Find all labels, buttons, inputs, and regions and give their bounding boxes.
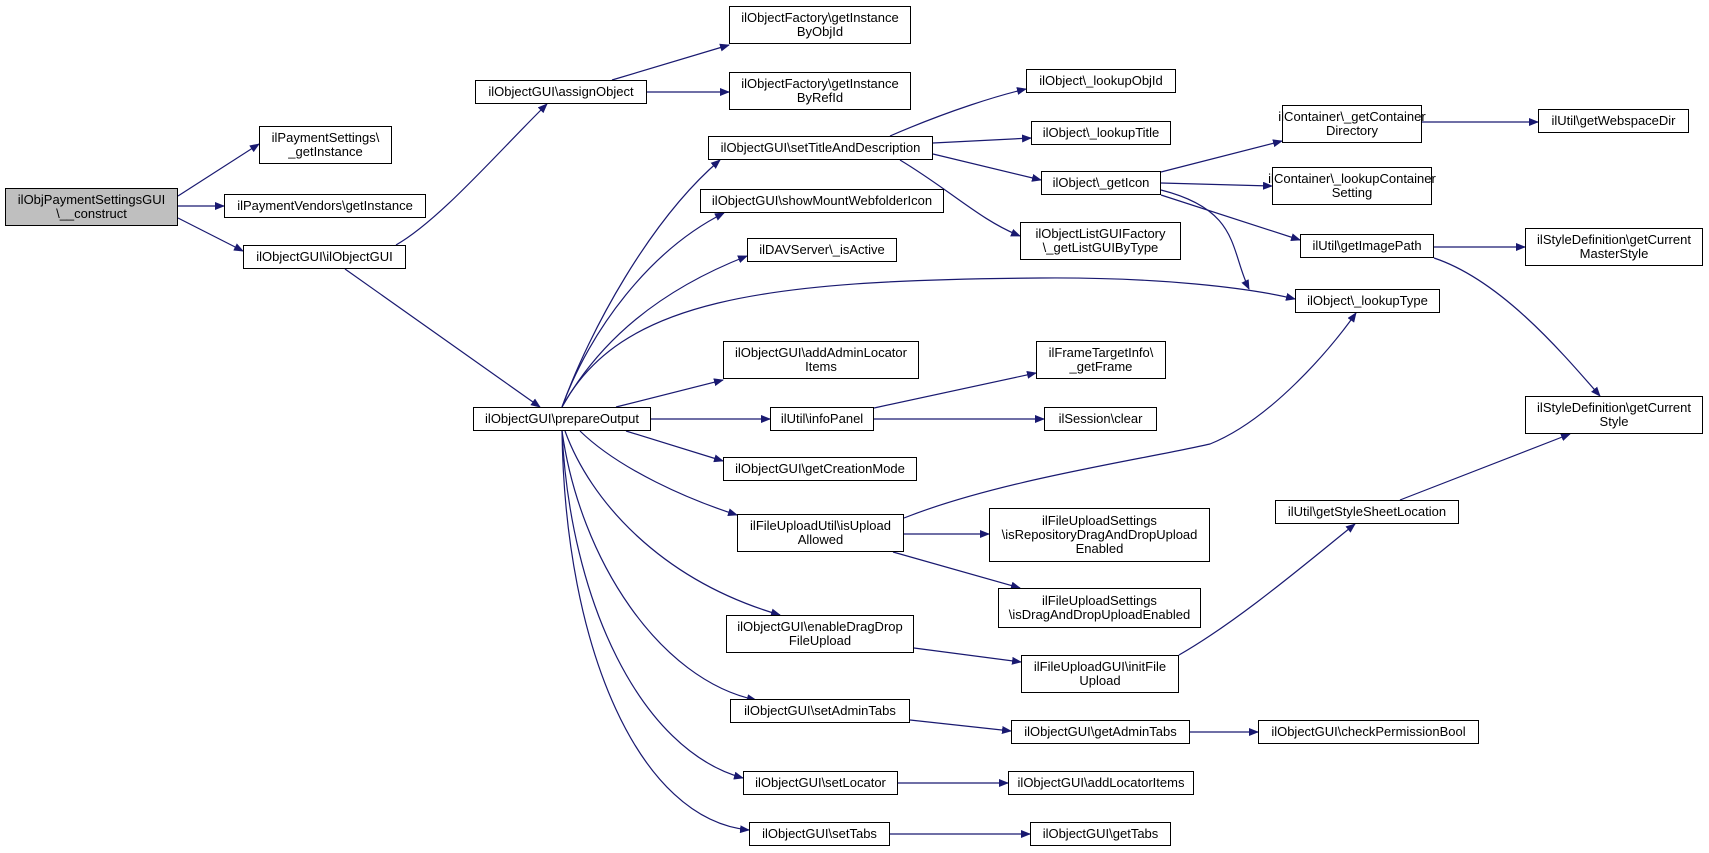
- node-assign-object[interactable]: ilObjectGUI\assignObject: [475, 80, 647, 104]
- edge-icon-to-container-directory: [1160, 139, 1283, 173]
- edge-init-upload-to-stylesheet: [1178, 523, 1356, 656]
- edge-title-to-lookup-obj-id: [889, 87, 1027, 137]
- node-init-file-upload[interactable]: ilFileUploadGUI\initFile Upload: [1021, 655, 1179, 693]
- node-prepare-output[interactable]: ilObjectGUI\prepareOutput: [473, 407, 651, 431]
- node-ilobjectgui-ctor[interactable]: ilObjectGUI\ilObjectGUI: [243, 245, 406, 269]
- edge-construct-to-payment-settings: [177, 143, 260, 197]
- node-lookup-type[interactable]: ilObject\_lookupType: [1295, 289, 1440, 313]
- edge-admin-tabs-to-get-admin-tabs: [909, 719, 1012, 735]
- node-is-upload-allowed[interactable]: ilFileUploadUtil\isUpload Allowed: [737, 514, 904, 552]
- node-get-container-directory[interactable]: ilContainer\_getContainer Directory: [1278, 105, 1426, 143]
- edge-prepare-to-set-tabs: [561, 430, 750, 834]
- edge-prepare-to-dav: [561, 255, 748, 408]
- node-set-title-and-description[interactable]: ilObjectGUI\setTitleAndDescription: [708, 136, 933, 160]
- node-check-permission-bool[interactable]: ilObjectGUI\checkPermissionBool: [1258, 720, 1479, 744]
- node-session-clear[interactable]: ilSession\clear: [1044, 407, 1157, 431]
- node-get-image-path[interactable]: ilUtil\getImagePath: [1300, 234, 1434, 258]
- node-get-admin-tabs[interactable]: ilObjectGUI\getAdminTabs: [1011, 720, 1190, 744]
- node-get-webspace-dir[interactable]: ilUtil\getWebspaceDir: [1538, 109, 1689, 133]
- node-set-admin-tabs[interactable]: ilObjectGUI\setAdminTabs: [730, 699, 910, 723]
- edge-prepare-to-set-locator: [561, 430, 744, 780]
- edge-ctor-to-assign-object: [395, 103, 548, 246]
- edge-upload-allowed-to-lookup-type: [903, 312, 1357, 519]
- edge-title-to-get-icon: [932, 153, 1042, 182]
- node-get-stylesheet-location[interactable]: ilUtil\getStyleSheetLocation: [1275, 500, 1459, 524]
- node-set-tabs[interactable]: ilObjectGUI\setTabs: [749, 822, 890, 846]
- edge-prepare-to-creation-mode: [625, 430, 724, 463]
- edge-construct-to-ilobjectgui-ctor: [177, 217, 244, 252]
- node-get-instance-by-refid[interactable]: ilObjectFactory\getInstance ByRefId: [729, 72, 911, 110]
- node-lookup-container-setting[interactable]: ilContainer\_lookupContainer Setting: [1268, 167, 1436, 205]
- node-payment-settings-getinstance[interactable]: ilPaymentSettings\ _getInstance: [259, 126, 392, 164]
- node-list-gui-by-type[interactable]: ilObjectListGUIFactory \_getListGUIByTyp…: [1020, 222, 1181, 260]
- node-lookup-obj-id[interactable]: ilObject\_lookupObjId: [1026, 69, 1176, 93]
- edge-title-to-lookup-title: [932, 134, 1032, 144]
- node-get-creation-mode[interactable]: ilObjectGUI\getCreationMode: [723, 457, 917, 481]
- edge-prepare-to-set-admin-tabs: [561, 430, 757, 703]
- node-show-mount-webfolder-icon[interactable]: ilObjectGUI\showMountWebfolderIcon: [700, 189, 944, 213]
- node-get-current-style[interactable]: ilStyleDefinition\getCurrent Style: [1525, 396, 1703, 434]
- node-dav-is-active[interactable]: ilDAVServer\_isActive: [747, 238, 897, 262]
- edge-icon-to-lookup-type: [1160, 189, 1250, 290]
- edge-prepare-to-add-admin-locator: [615, 378, 724, 408]
- edge-enable-dnd-to-init-upload: [913, 647, 1022, 665]
- edge-assign-to-objid: [611, 43, 730, 81]
- edge-prepare-to-set-title: [561, 159, 721, 408]
- node-lookup-title[interactable]: ilObject\_lookupTitle: [1031, 121, 1171, 145]
- edge-icon-to-container-setting: [1160, 181, 1273, 190]
- node-payment-vendors-getinstance[interactable]: ilPaymentVendors\getInstance: [224, 194, 426, 218]
- edge-prepare-to-show-mount: [561, 212, 725, 408]
- node-construct[interactable]: ilObjPaymentSettingsGUI \__construct: [5, 188, 178, 226]
- edge-stylesheet-to-current-style: [1399, 433, 1571, 501]
- node-set-locator[interactable]: ilObjectGUI\setLocator: [743, 771, 898, 795]
- node-enable-drag-drop[interactable]: ilObjectGUI\enableDragDrop FileUpload: [726, 615, 914, 653]
- edge-title-to-list-gui: [899, 159, 1021, 237]
- node-get-current-master-style[interactable]: ilStyleDefinition\getCurrent MasterStyle: [1525, 228, 1703, 266]
- node-get-frame[interactable]: ilFrameTargetInfo\ _getFrame: [1036, 341, 1166, 379]
- node-get-instance-by-objid[interactable]: ilObjectFactory\getInstance ByObjId: [729, 6, 911, 44]
- edge-ctor-to-prepare-output: [344, 268, 541, 408]
- edge-icon-to-image-path: [1160, 194, 1301, 242]
- edge-upload-allowed-to-dnd-enabled: [892, 551, 1021, 590]
- node-is-dnd-enabled[interactable]: ilFileUploadSettings \isDragAndDropUploa…: [998, 588, 1201, 628]
- node-get-tabs[interactable]: ilObjectGUI\getTabs: [1030, 822, 1171, 846]
- edge-prepare-to-upload-allowed: [579, 430, 738, 517]
- node-is-repo-dnd-enabled[interactable]: ilFileUploadSettings \isRepositoryDragAn…: [989, 508, 1210, 562]
- edge-prepare-to-enable-dnd: [564, 430, 781, 617]
- edge-prepare-to-lookup-type: [561, 277, 1296, 408]
- node-add-locator-items[interactable]: ilObjectGUI\addLocatorItems: [1008, 771, 1194, 795]
- node-get-icon[interactable]: ilObject\_getIcon: [1041, 171, 1161, 195]
- node-info-panel[interactable]: ilUtil\infoPanel: [770, 407, 874, 431]
- node-add-admin-locator-items[interactable]: ilObjectGUI\addAdminLocator Items: [723, 341, 919, 379]
- edge-image-path-to-current-style: [1433, 257, 1601, 397]
- edge-info-panel-to-get-frame: [873, 370, 1037, 409]
